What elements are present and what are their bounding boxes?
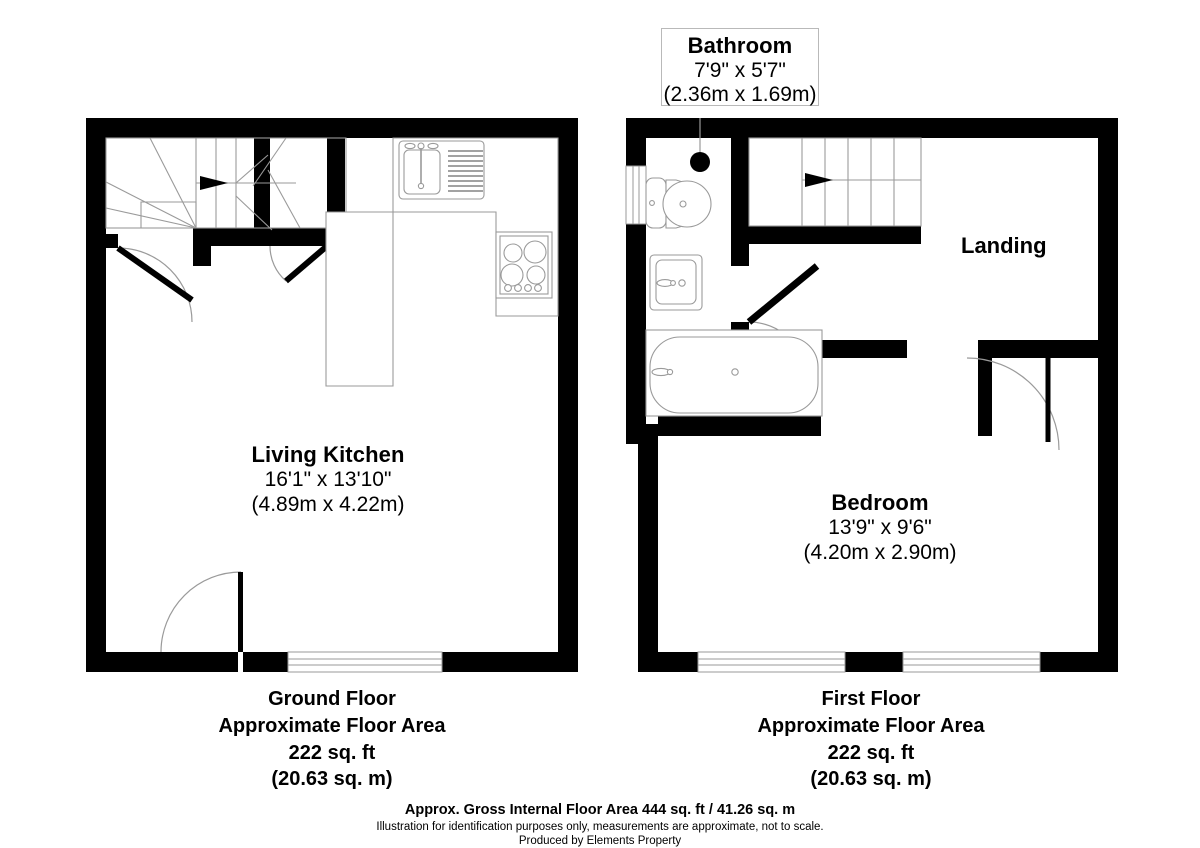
gross-area-text: Approx. Gross Internal Floor Area 444 sq… (404, 802, 796, 818)
first-floor-left-window (625, 165, 647, 225)
kitchen-sink (398, 140, 485, 200)
first-floor-area-m: (20.63 sq. m) (810, 768, 932, 791)
ground-floor-title: Ground Floor (268, 688, 396, 710)
bathroom-dim-imperial: 7'9" x 5'7" (694, 59, 786, 82)
ground-floor-plan (86, 118, 578, 673)
first-floor-plan (625, 118, 1118, 673)
ground-floor-caption: Ground Floor Approximate Floor Area 222 … (182, 686, 482, 793)
soil-pipe-icon (690, 152, 710, 172)
bedroom-dim-metric: (4.20m x 2.90m) (803, 540, 957, 564)
ground-floor-area-ft: 222 sq. ft (288, 741, 376, 764)
first-floor-area-ft: 222 sq. ft (827, 741, 915, 764)
first-floor-walls (626, 118, 1118, 672)
living-kitchen-label: Living Kitchen 16'1" x 13'10" (4.89m x 4… (178, 442, 478, 517)
bedroom-dim-imperial: 13'9" x 9'6" (828, 515, 932, 539)
landing-label: Landing (961, 233, 1047, 258)
bedroom-label: Bedroom 13'9" x 9'6" (4.20m x 2.90m) (730, 490, 1030, 565)
first-floor-window-left (697, 651, 846, 673)
first-floor-caption: First Floor Approximate Floor Area 222 s… (721, 686, 1021, 793)
first-floor-title: First Floor (821, 688, 921, 710)
kitchen-hob (495, 231, 553, 299)
wash-basin-fixture (649, 254, 703, 311)
bathroom-name: Bathroom (687, 33, 793, 58)
first-floor-area-label: Approximate Floor Area (757, 714, 985, 737)
bedroom-door (966, 352, 1060, 451)
ground-floor-area-label: Approximate Floor Area (218, 714, 446, 737)
bedroom-name: Bedroom (831, 490, 929, 515)
living-kitchen-dim-metric: (4.89m x 4.22m) (251, 492, 405, 516)
bathroom-dim-metric: (2.36m x 1.69m) (663, 83, 817, 106)
toilet-fixture (645, 177, 712, 229)
ground-floor-staircase (105, 137, 347, 231)
bathroom-callout: Bathroom 7'9" x 5'7" (2.36m x 1.69m) (661, 28, 819, 106)
bath-tub-fixture (645, 329, 823, 417)
ground-floor-internal-walls (106, 136, 345, 266)
disclaimer-text: Illustration for identification purposes… (376, 821, 824, 833)
understair-cupboard-door (269, 243, 329, 284)
producer-text: Produced by Elements Property (518, 835, 682, 847)
hall-door (116, 245, 194, 323)
first-floor-staircase (748, 137, 922, 227)
first-floor-window-right (902, 651, 1041, 673)
living-kitchen-name: Living Kitchen (251, 442, 405, 467)
ground-floor-window (287, 651, 443, 673)
front-door (160, 571, 243, 653)
ground-floor-walls (86, 118, 578, 672)
ground-floor-area-m: (20.63 sq. m) (271, 768, 393, 791)
living-kitchen-dim-imperial: 16'1" x 13'10" (264, 467, 392, 491)
